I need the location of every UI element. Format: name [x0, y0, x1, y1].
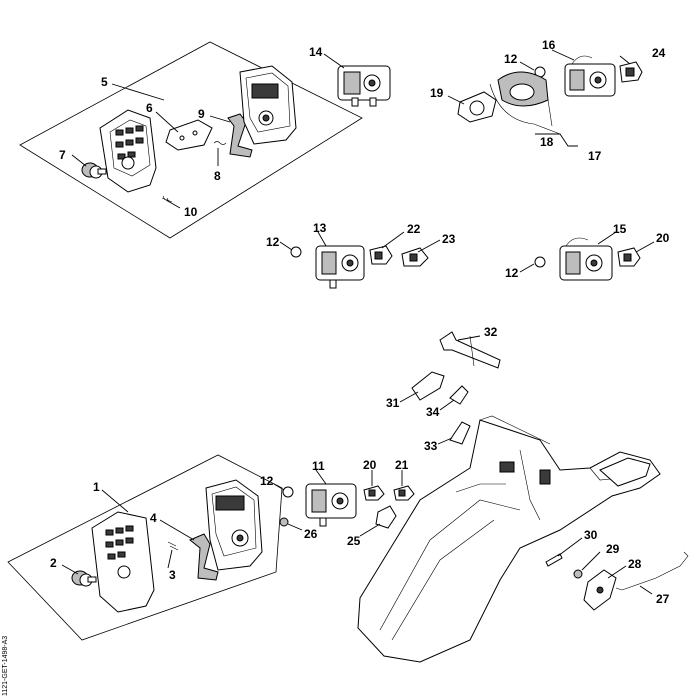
air-filter-assembly-upper — [19, 41, 363, 239]
callout-26: 26 — [304, 527, 318, 541]
callout-31: 31 — [386, 396, 400, 410]
callout-13: 13 — [313, 221, 327, 235]
air-filter-assembly-lower — [7, 454, 283, 641]
adapter-20-right — [617, 247, 641, 267]
callout-14: 14 — [309, 45, 323, 59]
callout-24: 24 — [652, 46, 666, 60]
callout-12-upper-right: 12 — [504, 52, 518, 66]
callout-28: 28 — [628, 557, 642, 571]
nut-26 — [279, 517, 289, 527]
callout-1: 1 — [93, 480, 100, 494]
assembly-frame-upper — [19, 41, 363, 239]
drawing-reference-code: 1121-GET-1498-A3 — [2, 635, 9, 696]
filter-cover-upper — [99, 109, 157, 193]
adapter-23 — [401, 247, 429, 267]
leader-lines — [61, 49, 655, 595]
callout-34: 34 — [426, 405, 440, 419]
washer-29 — [573, 569, 583, 579]
elbow-25 — [375, 505, 397, 529]
filter-housing-upper — [239, 65, 297, 145]
callout-7: 7 — [59, 148, 66, 162]
twist-knob-lower — [71, 570, 97, 587]
lever-34 — [449, 385, 469, 405]
callout-27: 27 — [656, 592, 670, 606]
assembly-frame-lower — [7, 454, 283, 641]
callout-12-lower: 12 — [260, 474, 274, 488]
choke-lever-lower — [189, 533, 219, 581]
carburetor-15 — [559, 237, 613, 281]
callout-11: 11 — [312, 459, 325, 473]
adapter-20-lower — [363, 485, 385, 501]
callout-3: 3 — [169, 568, 176, 582]
twist-knob-upper — [81, 162, 107, 179]
o-ring-12-middle-right — [534, 256, 546, 268]
carburetor-11 — [305, 483, 357, 527]
callout-8: 8 — [214, 169, 221, 183]
cable-18 — [489, 71, 561, 135]
o-ring-12-lower — [282, 486, 294, 498]
filter-housing-lower — [205, 479, 263, 571]
spring-upper — [213, 141, 227, 145]
callout-33: 33 — [424, 439, 438, 453]
filter-cover-lower — [91, 511, 155, 613]
throttle-rod-32 — [439, 331, 501, 369]
bracket-28 — [583, 569, 617, 611]
callout-4: 4 — [150, 511, 157, 525]
lever-33 — [449, 421, 471, 445]
adapter-22 — [369, 245, 393, 265]
callout-32: 32 — [484, 325, 498, 339]
pin-3 — [167, 541, 179, 551]
lever-31 — [411, 371, 445, 401]
callout-15: 15 — [613, 222, 627, 236]
callout-29: 29 — [606, 542, 620, 556]
callout-20-lower: 20 — [363, 458, 377, 472]
callout-12-middle-right: 12 — [505, 266, 519, 280]
callout-5: 5 — [101, 75, 108, 89]
callout-6: 6 — [146, 101, 153, 115]
callout-20-right: 20 — [656, 231, 670, 245]
carburetor-13 — [315, 245, 365, 289]
callout-2: 2 — [50, 556, 57, 570]
pin-30 — [545, 553, 563, 567]
callout-10: 10 — [184, 205, 198, 219]
callout-9: 9 — [198, 107, 205, 121]
callout-17: 17 — [588, 149, 602, 163]
callout-23: 23 — [442, 232, 456, 246]
callout-22: 22 — [407, 222, 421, 236]
screw-upper — [161, 195, 173, 203]
callout-16: 16 — [542, 38, 556, 52]
carburetor-14 — [337, 65, 391, 107]
rear-handle-housing — [357, 415, 661, 663]
o-ring-12-middle-left — [290, 246, 302, 258]
callout-19: 19 — [430, 86, 444, 100]
callout-12-middle-left: 12 — [266, 235, 280, 249]
gasket-19 — [457, 91, 497, 123]
choke-lever-upper — [227, 113, 253, 158]
callout-25: 25 — [347, 534, 361, 548]
adapter-24 — [619, 61, 643, 83]
adapter-21 — [393, 485, 415, 501]
carburetor-16 — [564, 55, 616, 97]
baffle-plate-upper — [165, 119, 213, 151]
callout-18: 18 — [540, 135, 554, 149]
callout-30: 30 — [584, 528, 598, 542]
callout-21: 21 — [395, 458, 409, 472]
rod-27 — [615, 551, 689, 591]
callout-labels: 1 2 3 4 5 6 7 8 9 10 11 12 12 12 12 13 1… — [50, 38, 670, 606]
